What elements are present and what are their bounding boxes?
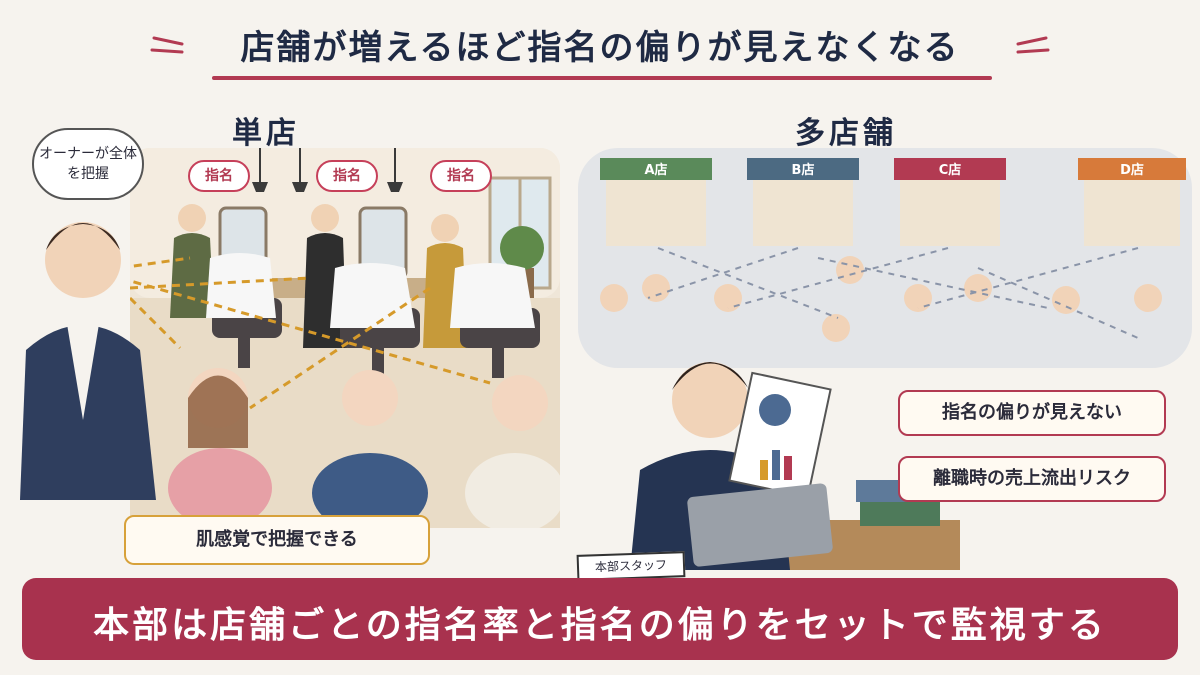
owner-speech-bubble: オーナーが全体を把握 — [32, 128, 144, 200]
customer-heads — [600, 256, 1162, 342]
left-callout: 肌感覚で把握できる — [124, 515, 430, 565]
owner-figure — [20, 222, 156, 500]
nomination-tag-3: 指名 — [430, 160, 492, 192]
title-area: 店舗が増えるほど指名の偏りが見えなくなる — [0, 14, 1200, 80]
store-label-b: B店 — [792, 162, 815, 178]
multi-store-heading: 多店舗 — [795, 116, 897, 151]
title-deco-left-icon — [150, 36, 184, 54]
customer-figures — [168, 368, 560, 528]
right-callout-1: 指名の偏りが見えない — [898, 390, 1166, 436]
hq-staff-sign: 本部スタッフ — [576, 551, 686, 581]
title-underline — [212, 76, 992, 80]
store-buildings — [600, 158, 1186, 246]
bottom-banner: 本部は店舗ごとの指名率と指名の偏りをセットで監視する — [22, 578, 1178, 660]
title-deco-right-icon — [1016, 36, 1050, 54]
right-callout-2: 離職時の売上流出リスク — [898, 456, 1166, 502]
single-store-heading: 単店 — [232, 116, 300, 151]
nomination-tag-1: 指名 — [188, 160, 250, 192]
hq-staff-figure — [630, 362, 960, 570]
store-label-a: A店 — [644, 162, 667, 178]
banner-text: 本部は店舗ごとの指名率と指名の偏りをセットで監視する — [93, 605, 1107, 646]
owner-speech-text: オーナーが全体を把握 — [39, 146, 137, 182]
store-label-c: C店 — [939, 162, 962, 178]
page-title: 店舗が増えるほど指名の偏りが見えなくなる — [240, 28, 960, 68]
nomination-tag-2: 指名 — [316, 160, 378, 192]
salon-illustration — [130, 148, 560, 528]
store-label-d: D店 — [1120, 162, 1144, 178]
multi-store-illustration: A店 B店 C店 D店 — [578, 148, 1192, 368]
